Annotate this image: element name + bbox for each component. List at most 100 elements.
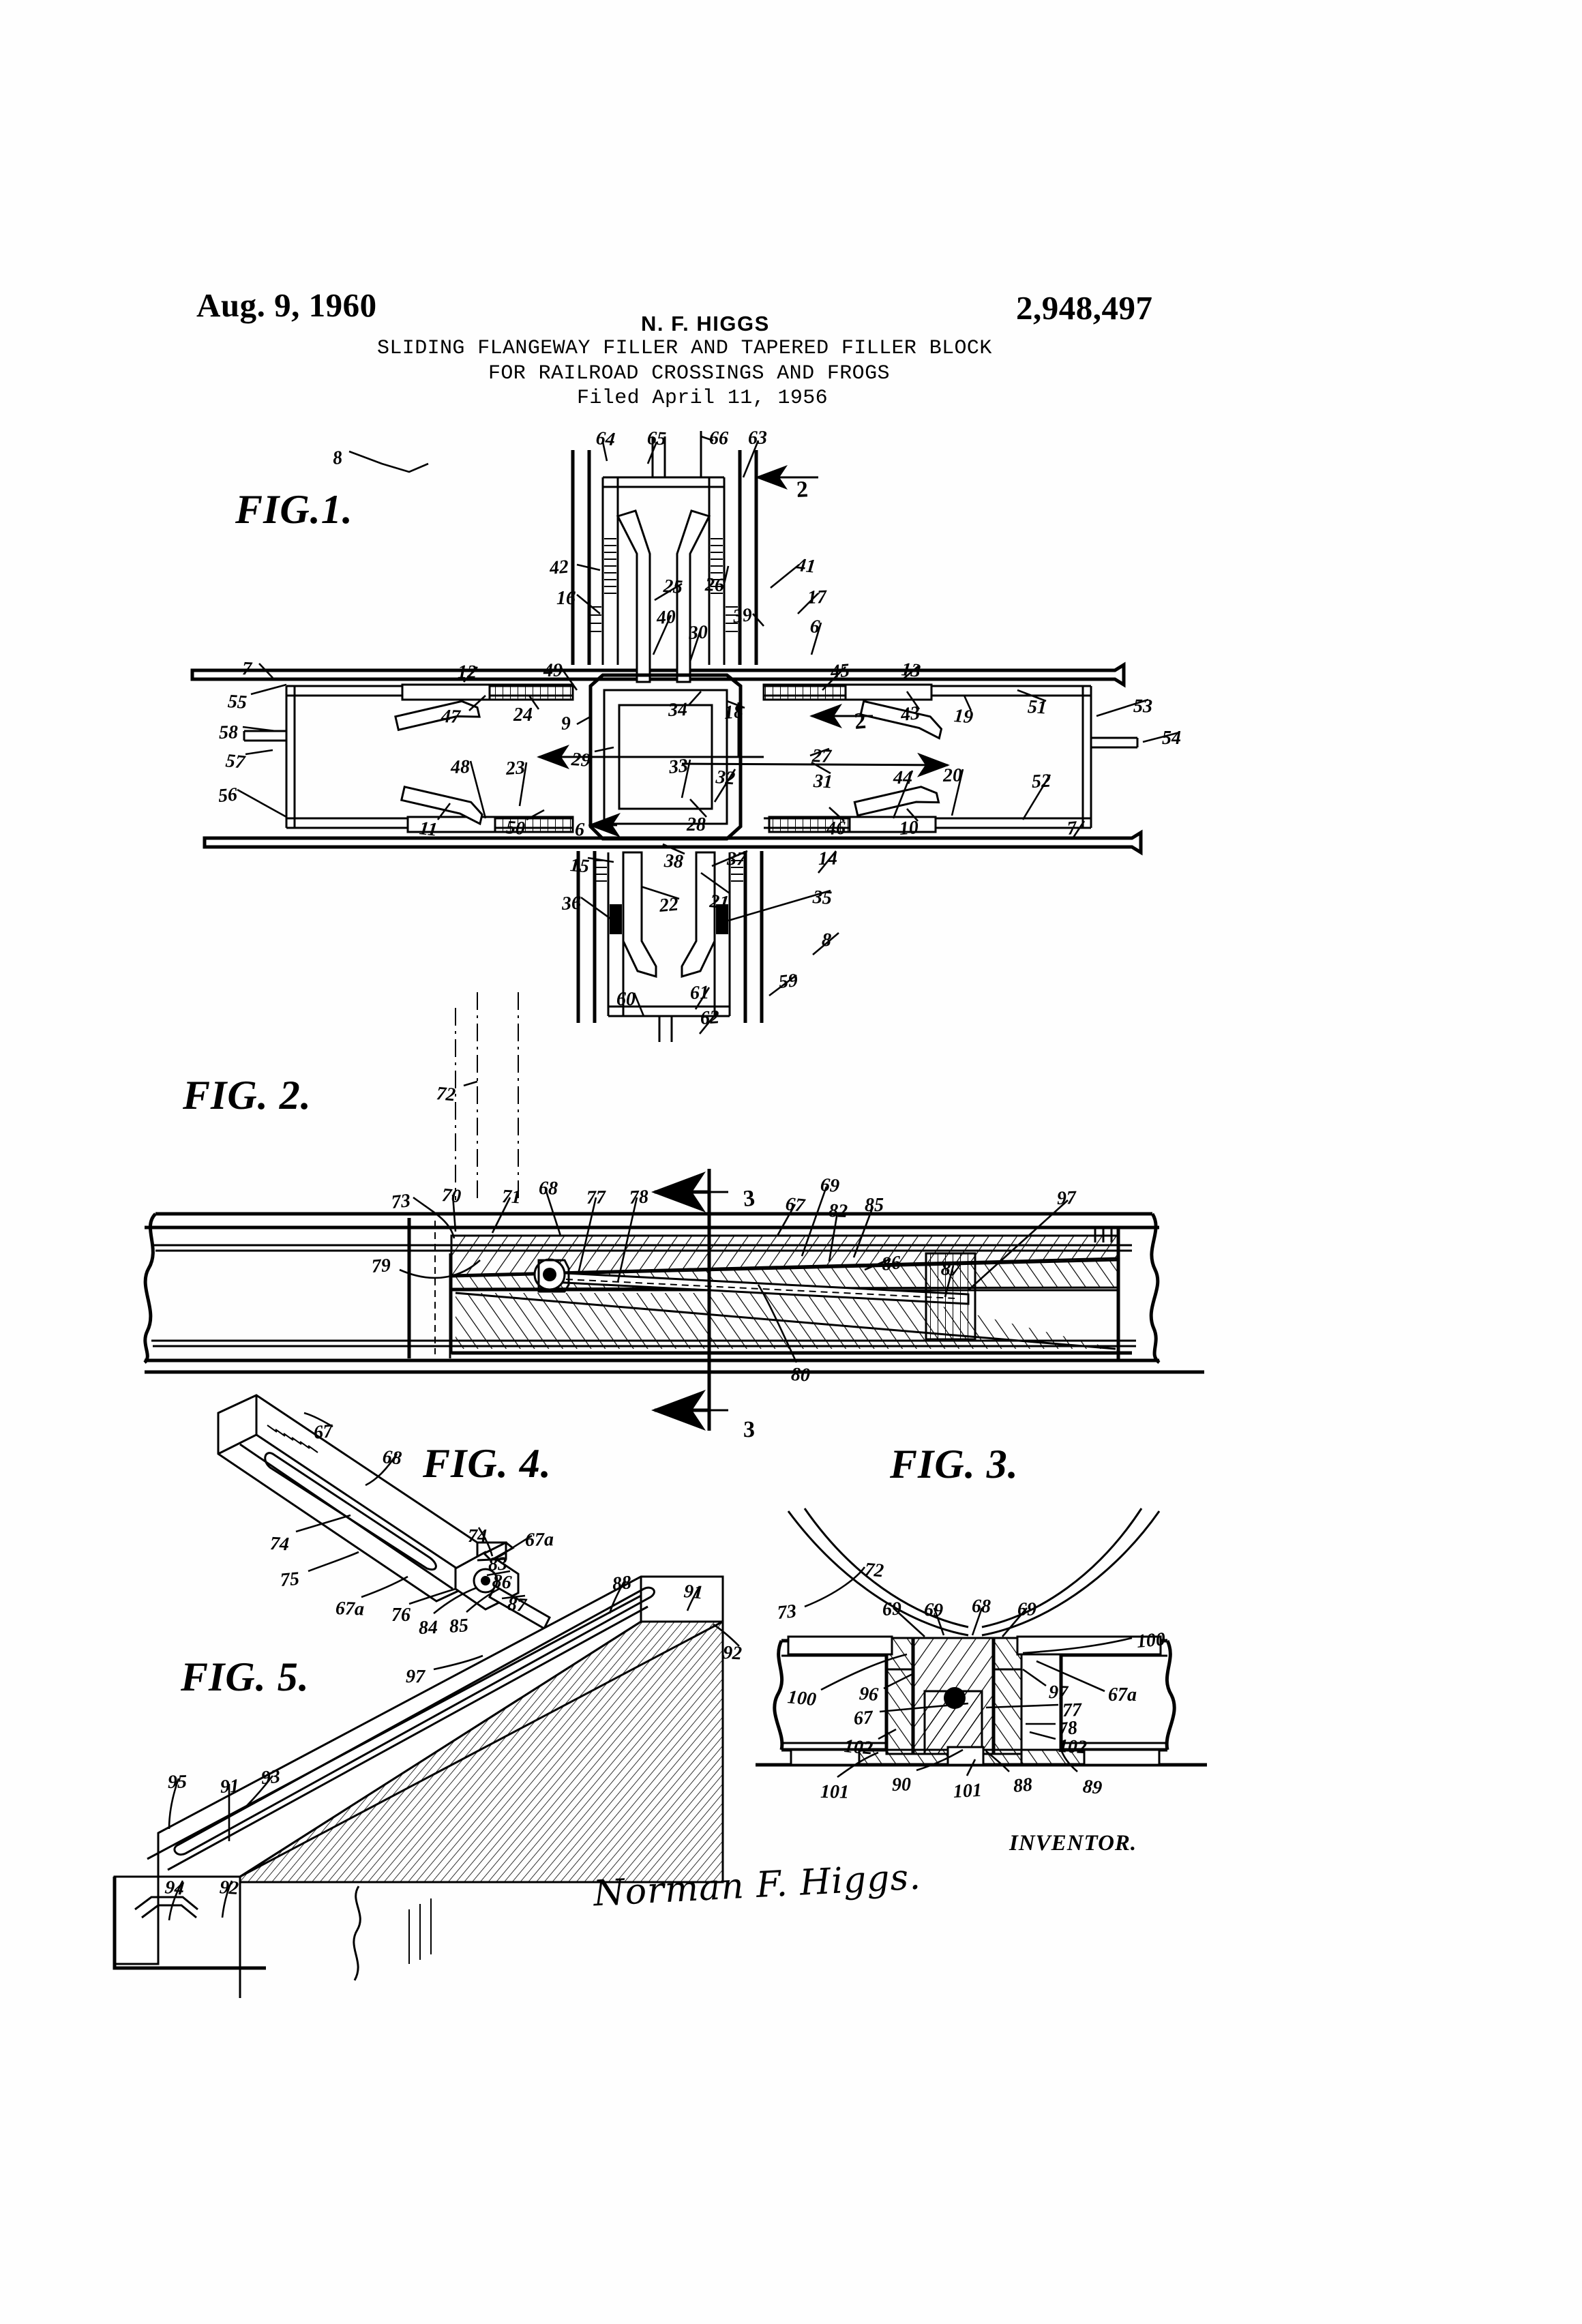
reference-numeral-74: 74 xyxy=(269,1533,290,1555)
reference-numeral-50: 50 xyxy=(505,817,526,839)
reference-numeral-12: 12 xyxy=(457,661,477,683)
reference-numeral-87: 87 xyxy=(506,1594,528,1616)
patent-date: Aug. 9, 1960 xyxy=(196,286,377,324)
reference-numeral-26: 26 xyxy=(704,574,725,596)
figure-1-caption: FIG.1. xyxy=(235,487,353,532)
reference-numeral-53: 53 xyxy=(1133,696,1153,717)
reference-numeral-77: 77 xyxy=(586,1187,606,1208)
reference-numeral-67: 67 xyxy=(784,1193,806,1217)
reference-numeral-66: 66 xyxy=(708,428,729,449)
reference-numeral-100: 100 xyxy=(1135,1628,1167,1652)
reference-numeral-74: 74 xyxy=(467,1525,488,1547)
inventor-label: INVENTOR. xyxy=(1009,1831,1137,1856)
reference-numeral-76: 76 xyxy=(391,1605,411,1626)
reference-numeral-35: 35 xyxy=(811,887,833,909)
reference-numeral-9: 9 xyxy=(561,713,571,734)
reference-numeral-30: 30 xyxy=(688,621,708,644)
reference-numeral-58: 58 xyxy=(218,721,239,743)
reference-numeral-79: 79 xyxy=(370,1255,391,1277)
reference-numeral-82: 82 xyxy=(828,1200,848,1222)
reference-numeral-88: 88 xyxy=(611,1572,633,1595)
reference-numeral-63: 63 xyxy=(747,427,768,449)
reference-numeral-80: 80 xyxy=(790,1364,811,1386)
reference-numeral-31: 31 xyxy=(813,771,833,793)
reference-numeral-57: 57 xyxy=(224,750,246,773)
reference-numeral-41: 41 xyxy=(795,554,817,578)
reference-numeral-71: 71 xyxy=(501,1186,522,1208)
reference-numeral-68: 68 xyxy=(971,1596,991,1618)
reference-numeral-6: 6 xyxy=(809,616,821,638)
figure-2-drawing xyxy=(143,1169,1204,1431)
reference-numeral-52: 52 xyxy=(1031,770,1051,792)
reference-numeral-102: 102 xyxy=(843,1735,874,1759)
reference-numeral-2: 2 xyxy=(796,477,809,503)
reference-numeral-64: 64 xyxy=(595,428,616,451)
reference-numeral-40: 40 xyxy=(655,606,676,629)
reference-numeral-85: 85 xyxy=(448,1615,469,1637)
reference-numeral-101: 101 xyxy=(953,1779,983,1802)
reference-numeral-78: 78 xyxy=(629,1186,649,1208)
reference-numeral-3: 3 xyxy=(743,1417,756,1443)
reference-numeral-68: 68 xyxy=(538,1178,558,1200)
reference-numeral-89: 89 xyxy=(1081,1776,1103,1799)
reference-numeral-43: 43 xyxy=(899,702,921,726)
reference-numeral-101: 101 xyxy=(820,1781,850,1803)
reference-numeral-23: 23 xyxy=(505,757,526,779)
reference-numeral-88: 88 xyxy=(1012,1774,1034,1797)
reference-numeral-67a: 67a xyxy=(524,1529,554,1551)
reference-numeral-67: 67 xyxy=(852,1707,874,1729)
reference-numeral-49: 49 xyxy=(543,659,563,681)
reference-numeral-94: 94 xyxy=(164,1877,185,1900)
filing-date: Filed April 11, 1956 xyxy=(577,387,829,410)
reference-numeral-73: 73 xyxy=(390,1190,412,1213)
reference-numeral-25: 25 xyxy=(662,576,684,598)
figure-3-drawing xyxy=(756,1508,1207,1778)
reference-numeral-97: 97 xyxy=(405,1666,426,1688)
reference-numeral-69: 69 xyxy=(923,1599,944,1622)
reference-numeral-16: 16 xyxy=(556,588,576,609)
patent-title-line2: FOR RAILROAD CROSSINGS AND FROGS xyxy=(488,362,890,385)
reference-numeral-100: 100 xyxy=(786,1686,818,1711)
inventor-initials: N. F. HIGGS xyxy=(641,312,770,336)
reference-numeral-67a: 67a xyxy=(1108,1684,1137,1705)
reference-numeral-36: 36 xyxy=(561,892,582,914)
reference-numeral-3: 3 xyxy=(742,1185,756,1212)
reference-numeral-29: 29 xyxy=(570,749,592,771)
reference-numeral-59: 59 xyxy=(777,970,799,993)
reference-numeral-8: 8 xyxy=(821,929,832,951)
reference-numeral-22: 22 xyxy=(658,893,680,917)
reference-numeral-73: 73 xyxy=(776,1600,798,1624)
reference-numeral-85: 85 xyxy=(865,1195,884,1216)
reference-numeral-18: 18 xyxy=(723,701,744,724)
reference-numeral-10: 10 xyxy=(898,817,919,839)
patent-number: 2,948,497 xyxy=(1016,289,1153,327)
figure-5-drawing xyxy=(113,1575,740,1998)
reference-numeral-84: 84 xyxy=(418,1617,438,1639)
reference-numeral-33: 33 xyxy=(668,755,689,778)
reference-numeral-27: 27 xyxy=(811,745,832,767)
reference-numeral-54: 54 xyxy=(1162,728,1181,749)
reference-numeral-51: 51 xyxy=(1027,696,1047,719)
reference-numeral-68: 68 xyxy=(381,1446,403,1470)
reference-numeral-92: 92 xyxy=(218,1877,240,1899)
reference-numeral-24: 24 xyxy=(513,704,533,726)
reference-numeral-102: 102 xyxy=(1058,1735,1088,1759)
reference-numeral-45: 45 xyxy=(829,659,851,683)
reference-numeral-42: 42 xyxy=(548,556,570,579)
reference-numeral-20: 20 xyxy=(942,764,963,786)
reference-numeral-65: 65 xyxy=(646,428,667,450)
reference-numeral-95: 95 xyxy=(167,1771,188,1793)
patent-title-line1: SLIDING FLANGEWAY FILLER AND TAPERED FIL… xyxy=(377,337,992,360)
reference-numeral-48: 48 xyxy=(450,756,471,778)
reference-numeral-44: 44 xyxy=(893,767,913,789)
reference-numeral-69: 69 xyxy=(882,1598,902,1620)
reference-numeral-86: 86 xyxy=(491,1570,513,1594)
reference-numeral-97: 97 xyxy=(1056,1187,1077,1209)
reference-numeral-61: 61 xyxy=(689,982,710,1004)
reference-numeral-56: 56 xyxy=(217,784,239,807)
reference-numeral-32: 32 xyxy=(715,766,736,790)
reference-numeral-69: 69 xyxy=(819,1174,841,1197)
reference-numeral-67a: 67a xyxy=(335,1598,365,1620)
reference-numeral-60: 60 xyxy=(616,989,636,1010)
